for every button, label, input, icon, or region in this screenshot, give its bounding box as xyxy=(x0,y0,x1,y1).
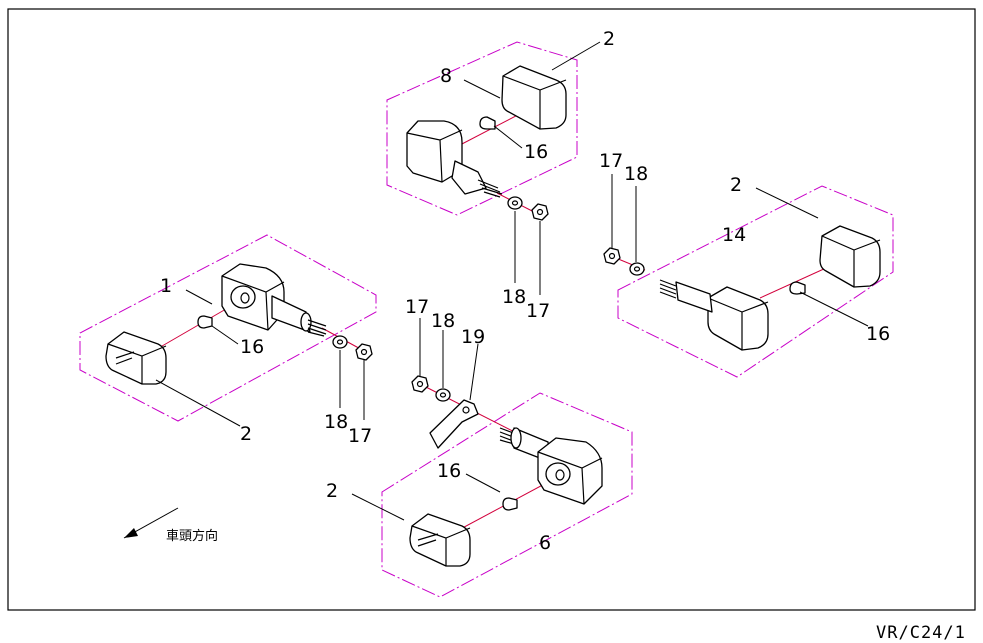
figure-code: VR/C24/1 xyxy=(876,623,966,643)
callout-right-bulb: 16 xyxy=(866,323,890,345)
bottom-lamp-socket-icon xyxy=(545,462,571,486)
top-thread-icon xyxy=(477,179,503,198)
callout-right-lens: 2 xyxy=(730,174,742,196)
top-turn-signal-assembly xyxy=(406,65,567,221)
top-lens-icon xyxy=(501,65,567,130)
right-nut-icon xyxy=(603,247,621,265)
left-nut-icon xyxy=(355,343,373,361)
right-lens-icon xyxy=(819,225,881,288)
callout-top-washer: 18 xyxy=(502,286,526,308)
left-thread-icon xyxy=(307,319,327,337)
drawing-frame xyxy=(7,8,976,611)
mid-nut-icon xyxy=(411,375,429,393)
group-outline-left xyxy=(79,234,377,422)
top-washer-icon xyxy=(507,196,523,210)
top-stem-icon xyxy=(451,160,487,195)
callout-left-assembly: 1 xyxy=(160,275,172,297)
callout-right-assembly: 14 xyxy=(722,224,746,246)
mid-bracket-icon xyxy=(429,399,479,449)
callout-mid-nut: 17 xyxy=(405,296,429,318)
group-outline-right xyxy=(617,185,894,378)
left-bulb-icon xyxy=(197,315,213,329)
callout-mid-washer: 18 xyxy=(431,310,455,332)
callout-bottom-assembly: 6 xyxy=(539,532,551,554)
direction-arrowhead-icon xyxy=(124,528,138,538)
callout-top-nut: 17 xyxy=(526,300,550,322)
right-washer-icon xyxy=(629,262,645,276)
bottom-bulb-icon xyxy=(502,497,518,511)
callout-top-assembly: 8 xyxy=(440,65,452,87)
left-washer-icon xyxy=(332,335,348,349)
right-stem-icon xyxy=(675,281,713,313)
leader-lines xyxy=(123,41,869,539)
callout-right-washer: 18 xyxy=(624,163,648,185)
direction-note: 車頭方向 xyxy=(166,528,218,544)
callout-bottom-bulb: 16 xyxy=(437,460,461,482)
right-bulb-icon xyxy=(789,281,806,295)
group-outline-top xyxy=(386,41,578,216)
group-outline-bottom xyxy=(381,392,633,598)
callout-right-nut: 17 xyxy=(599,150,623,172)
callout-left-bulb: 16 xyxy=(240,336,264,358)
left-turn-signal-assembly xyxy=(105,263,373,385)
left-lens-icon xyxy=(105,331,167,385)
callout-top-lens: 2 xyxy=(603,28,615,50)
right-housing-icon xyxy=(707,286,769,351)
callout-top-bulb: 16 xyxy=(524,141,548,163)
right-thread-icon xyxy=(659,279,677,299)
left-lamp-socket-icon xyxy=(230,285,256,309)
callout-left-washer: 18 xyxy=(324,411,348,433)
callout-left-nut: 17 xyxy=(348,425,372,447)
top-nut-icon xyxy=(531,203,549,221)
top-bulb-icon xyxy=(479,116,496,130)
mid-washer-icon xyxy=(435,388,451,402)
callout-mid-bracket: 19 xyxy=(461,326,485,348)
bottom-turn-signal-assembly xyxy=(409,427,603,567)
callout-bottom-lens: 2 xyxy=(326,480,338,502)
bottom-thread-icon xyxy=(499,427,517,445)
callout-left-lens: 2 xyxy=(240,423,252,445)
right-turn-signal-assembly xyxy=(603,225,881,351)
